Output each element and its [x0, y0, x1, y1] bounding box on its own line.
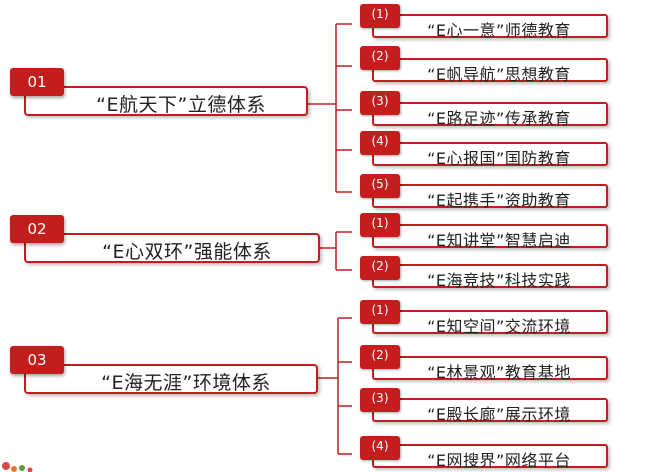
group-3-item-3-tab: (3)	[360, 388, 400, 412]
group-3-item-4-tab: (4)	[360, 436, 400, 460]
group-3-item-2-label: “E林景观”教育基地	[427, 363, 571, 382]
group-1-item-2-number: (2)	[371, 49, 389, 63]
group-1-item-5: “E起携手”资助教育	[372, 184, 608, 210]
group-1-title: “E航天下”立德体系	[96, 94, 266, 116]
group-1-item-1-label: “E心一意”师德教育	[427, 21, 571, 40]
group-2-title: “E心双环”强能体系	[102, 241, 272, 263]
group-3-title: “E海无涯”环境体系	[101, 372, 271, 394]
group-1-item-4-label: “E心报国”国防教育	[427, 149, 571, 168]
group-2-box: “E心双环”强能体系	[24, 233, 320, 263]
group-1-item-3-tab: (3)	[360, 91, 400, 115]
group-3-item-2-tab: (2)	[360, 345, 400, 369]
group-2-item-1: “E知讲堂”智慧启迪	[372, 224, 608, 250]
group-3-box: “E海无涯”环境体系	[24, 364, 318, 394]
group-3-item-4-number: (4)	[371, 439, 389, 453]
group-3-item-4-label: “E网搜界”网络平台	[427, 451, 571, 470]
group-3-bracket	[316, 317, 352, 455]
group-1-bracket	[306, 23, 352, 193]
group-3-item-3: “E殿长廊”展示环境	[372, 398, 608, 424]
group-3-number-tab: 03	[10, 346, 64, 374]
group-1-item-2: “E帆导航”思想教育	[372, 58, 608, 84]
group-2-item-1-tab: (1)	[360, 213, 400, 237]
group-1-number: 01	[27, 73, 47, 91]
group-3-item-3-number: (3)	[371, 391, 389, 405]
group-3-item-1-number: (1)	[371, 303, 389, 317]
group-1-item-5-tab: (5)	[360, 174, 400, 198]
group-1-item-1-number: (1)	[371, 7, 389, 21]
group-2-bracket	[318, 231, 352, 271]
group-2-item-2-number: (2)	[371, 259, 389, 273]
group-1-item-5-number: (5)	[371, 177, 389, 191]
group-1-item-4-number: (4)	[371, 134, 389, 148]
group-1-box: “E航天下”立德体系	[24, 86, 308, 116]
group-1-number-tab: 01	[10, 68, 64, 96]
group-2-number: 02	[27, 220, 47, 238]
group-3-number: 03	[27, 351, 47, 369]
group-1-item-4-tab: (4)	[360, 131, 400, 155]
group-2-item-2: “E海竞技”科技实践	[372, 264, 608, 290]
group-3-item-3-label: “E殿长廊”展示环境	[427, 405, 571, 424]
group-2-item-1-number: (1)	[371, 216, 389, 230]
group-1-item-5-label: “E起携手”资助教育	[427, 191, 571, 210]
group-3-item-2: “E林景观”教育基地	[372, 356, 608, 382]
group-1-item-2-tab: (2)	[360, 46, 400, 70]
group-2-item-2-label: “E海竞技”科技实践	[427, 271, 571, 290]
flower-decoration	[2, 462, 33, 472]
group-3-item-2-number: (2)	[371, 348, 389, 362]
group-3-item-1-label: “E知空间”交流环境	[427, 317, 571, 336]
group-3-item-1-tab: (1)	[360, 300, 400, 324]
group-1-item-3-label: “E路足迹”传承教育	[427, 109, 571, 128]
group-1-item-1-tab: (1)	[360, 4, 400, 28]
group-1-item-3-number: (3)	[371, 94, 389, 108]
group-2-number-tab: 02	[10, 215, 64, 243]
group-3-item-4: “E网搜界”网络平台	[372, 444, 608, 470]
group-2-item-2-tab: (2)	[360, 256, 400, 280]
group-1-item-2-label: “E帆导航”思想教育	[427, 65, 571, 84]
group-1-item-1: “E心一意”师德教育	[372, 14, 608, 40]
group-1-item-3: “E路足迹”传承教育	[372, 102, 608, 128]
group-3-item-1: “E知空间”交流环境	[372, 310, 608, 336]
group-1-item-4: “E心报国”国防教育	[372, 142, 608, 168]
group-2-item-1-label: “E知讲堂”智慧启迪	[427, 231, 571, 250]
